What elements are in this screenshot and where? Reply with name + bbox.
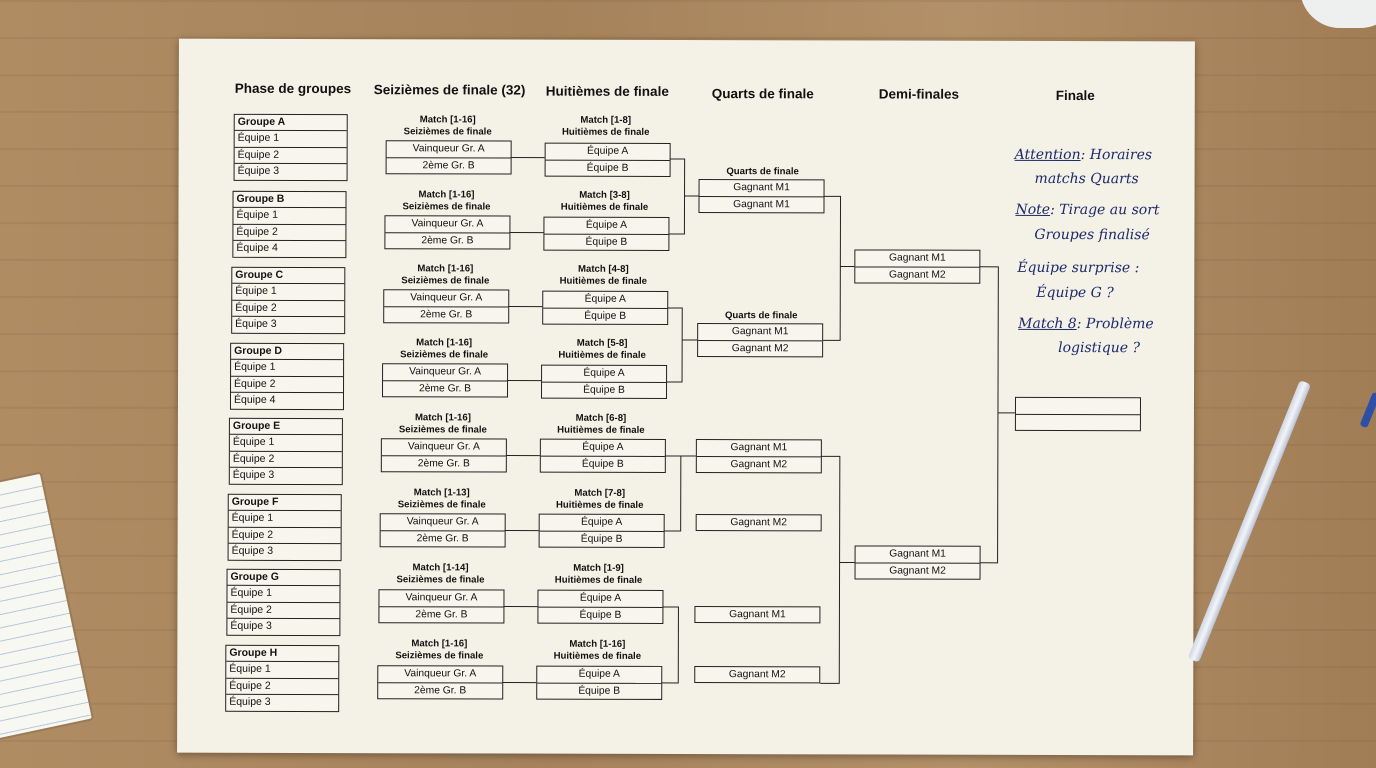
bracket-lines xyxy=(502,157,1015,684)
note-attention: Attention: Horaires xyxy=(1015,147,1152,163)
note-surprise: Équipe surprise : xyxy=(1017,259,1140,277)
note-key: Note xyxy=(1015,201,1051,218)
note-text: : Problème xyxy=(1076,316,1154,333)
note-surprise-line2: Équipe G ? xyxy=(1036,284,1114,302)
note-text: : Horaires xyxy=(1080,147,1153,164)
note-tirage-line2: Groupes finalisé xyxy=(1034,226,1150,244)
pen xyxy=(1187,380,1312,663)
note-match8: Match 8: Problème xyxy=(1018,316,1154,332)
bracket-sheet: Phase de groupes Seizièmes de finale (32… xyxy=(177,38,1195,756)
note-attention-line2: matchs Quarts xyxy=(1034,170,1139,188)
notebook xyxy=(0,471,95,743)
connector-line xyxy=(979,266,1015,564)
pen-cap xyxy=(1359,391,1376,429)
connector-line xyxy=(668,158,699,235)
coffee-cup xyxy=(1300,0,1376,28)
connector-line xyxy=(823,195,855,341)
connector-line xyxy=(666,307,698,383)
note-key: Attention xyxy=(1014,146,1081,164)
note-key: Match 8 xyxy=(1018,315,1077,333)
connector-line xyxy=(663,455,696,532)
note-match8-line2: logistique ? xyxy=(1058,339,1141,357)
connector-line xyxy=(661,606,679,684)
note-tirage: Note: Tirage au sort xyxy=(1015,202,1159,218)
connector-line xyxy=(820,455,855,684)
note-text: : Tirage au sort xyxy=(1050,201,1160,219)
